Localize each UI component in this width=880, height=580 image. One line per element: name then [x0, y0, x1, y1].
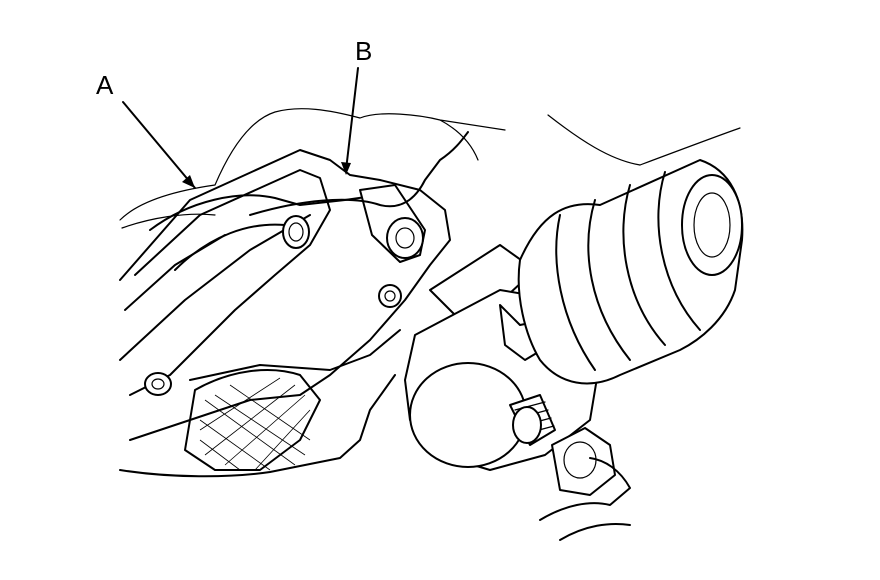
- housing-curve-right: [547, 114, 641, 166]
- bolt-hole-3: [144, 372, 172, 396]
- housing-rib-2: [124, 234, 226, 311]
- housing-frame-inner: [129, 169, 331, 396]
- lower-housing: [119, 374, 396, 478]
- casting-outline-upper: [119, 108, 506, 221]
- sleeve-b-bore: [395, 227, 415, 249]
- housing-curve-right-2: [639, 127, 741, 166]
- bracket-arm: [149, 194, 381, 231]
- leader-line-a: [122, 101, 196, 189]
- sleeve-b-end: [386, 217, 424, 259]
- housing-edge: [439, 119, 479, 161]
- joint-housing-face: [409, 362, 527, 468]
- threaded-fitting: [509, 394, 556, 446]
- leader-line-b: [345, 67, 359, 171]
- callout-b: B: [355, 36, 373, 66]
- cv-boot: [517, 159, 744, 385]
- hose-fitting: [539, 427, 631, 541]
- gear-housing: [184, 369, 321, 471]
- callout-a: A: [96, 70, 114, 100]
- clamp-strap: [249, 131, 469, 216]
- housing-frame-outer: [119, 149, 451, 441]
- bolt-hole-2: [378, 284, 402, 308]
- leader-arrow-b: [341, 162, 351, 175]
- bracket-arm-inner: [174, 223, 286, 271]
- bolt-hole-2-inner: [384, 290, 396, 302]
- housing-flange: [189, 329, 401, 381]
- leader-arrow-a: [182, 175, 195, 188]
- bolt-hole-1: [282, 215, 310, 249]
- bolt-hole-1-inner: [288, 222, 304, 242]
- housing-rib-1: [119, 214, 311, 361]
- casting-outline-lower: [121, 213, 216, 229]
- bolt-hole-3-inner: [151, 378, 165, 390]
